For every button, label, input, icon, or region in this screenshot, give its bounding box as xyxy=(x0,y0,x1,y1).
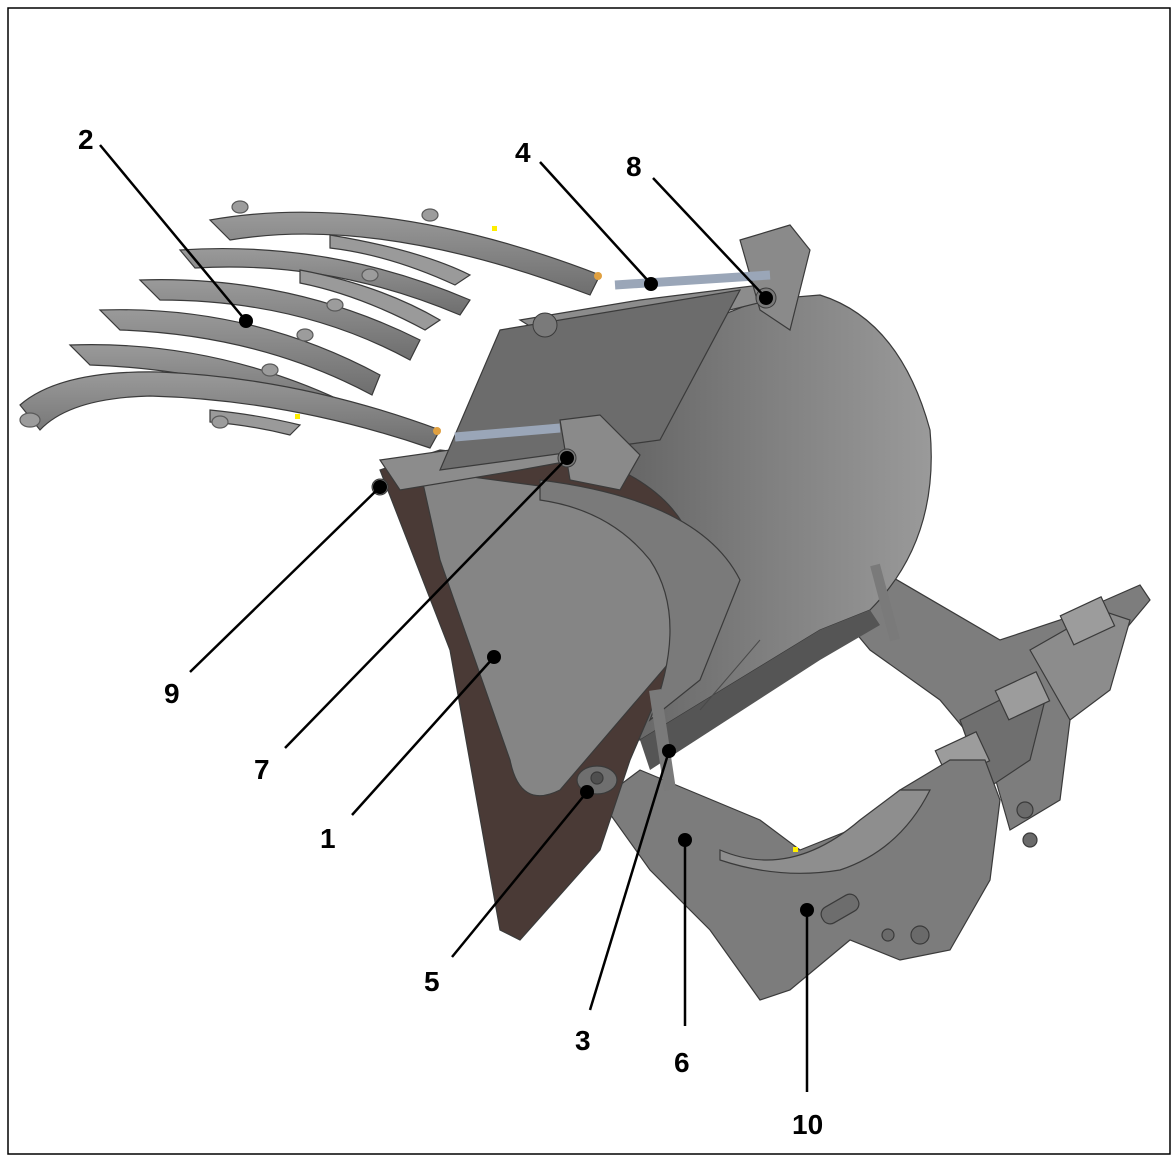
callout-9: 9 xyxy=(164,480,387,709)
top-crossbar-frame xyxy=(378,224,811,491)
svg-text:10: 10 xyxy=(792,1109,823,1140)
callout-7: 7 xyxy=(254,451,574,785)
callout-10: 10 xyxy=(792,903,823,1140)
callout-4: 4 xyxy=(515,137,658,291)
svg-text:2: 2 xyxy=(78,124,94,155)
callout-5: 5 xyxy=(424,785,594,997)
marker-dots xyxy=(295,226,798,852)
callout-8: 8 xyxy=(626,151,773,305)
callout-6: 6 xyxy=(674,833,692,1078)
callout-3: 3 xyxy=(575,744,676,1056)
svg-text:4: 4 xyxy=(515,137,531,168)
callout-1: 1 xyxy=(320,650,501,854)
svg-text:3: 3 xyxy=(575,1025,591,1056)
svg-text:8: 8 xyxy=(626,151,642,182)
svg-text:1: 1 xyxy=(320,823,336,854)
upper-cylinders xyxy=(433,270,771,442)
frame-border xyxy=(7,7,1171,1155)
svg-text:6: 6 xyxy=(674,1047,690,1078)
lower-cylinders xyxy=(649,563,900,791)
svg-text:7: 7 xyxy=(254,754,270,785)
grab-tines xyxy=(19,200,601,449)
callout-2: 2 xyxy=(78,124,253,328)
svg-text:9: 9 xyxy=(164,678,180,709)
side-plate xyxy=(379,449,741,941)
lower-arm xyxy=(599,759,1001,1001)
svg-text:5: 5 xyxy=(424,966,440,997)
